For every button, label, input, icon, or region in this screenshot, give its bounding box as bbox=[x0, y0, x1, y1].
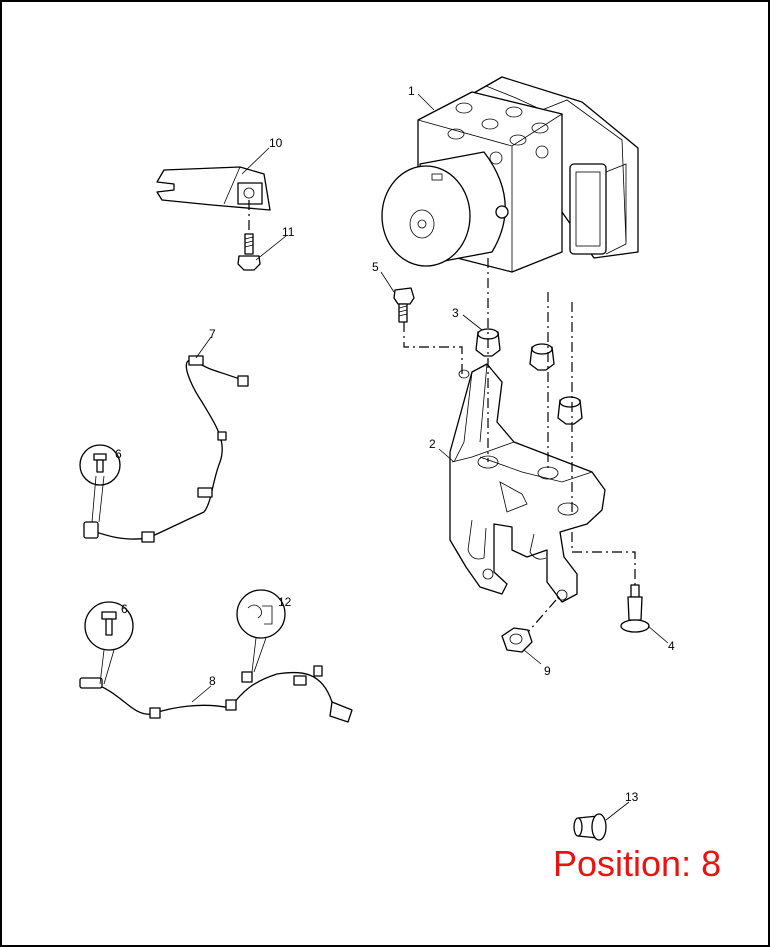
part-5-bolt bbox=[393, 287, 415, 323]
callout-2: 2 bbox=[429, 437, 436, 451]
part-10-bracket bbox=[156, 166, 271, 211]
part-1-abs-modulator bbox=[381, 76, 639, 273]
callout-10: 10 bbox=[269, 136, 283, 150]
callout-4: 4 bbox=[668, 639, 675, 653]
part-4-stud bbox=[620, 584, 650, 633]
callout-6-lower: 6 bbox=[121, 602, 128, 616]
callout-9: 9 bbox=[544, 664, 551, 678]
part-8-harness bbox=[79, 589, 353, 723]
callout-1: 1 bbox=[408, 84, 415, 98]
callout-3: 3 bbox=[452, 306, 459, 320]
callout-6-upper: 6 bbox=[115, 447, 122, 461]
part-11-bolt bbox=[237, 200, 261, 271]
callout-7: 7 bbox=[209, 327, 216, 341]
leader-lines bbox=[191, 93, 669, 821]
callout-11: 11 bbox=[282, 225, 295, 239]
callout-5: 5 bbox=[372, 260, 379, 274]
part-2-mounting-bracket bbox=[449, 363, 606, 603]
part-9-nut bbox=[501, 627, 533, 653]
callout-13: 13 bbox=[625, 790, 639, 804]
callout-8: 8 bbox=[209, 674, 216, 688]
position-label: Position: 8 bbox=[553, 843, 722, 884]
part-13-bushing bbox=[573, 813, 607, 841]
callout-labels: 1 2 3 4 5 6 6 7 8 9 10 11 12 13 bbox=[115, 84, 675, 804]
callout-12: 12 bbox=[278, 595, 292, 609]
alignment-lines bbox=[403, 258, 636, 633]
part-7-harness bbox=[79, 355, 249, 543]
part-3-grommets bbox=[475, 328, 583, 425]
